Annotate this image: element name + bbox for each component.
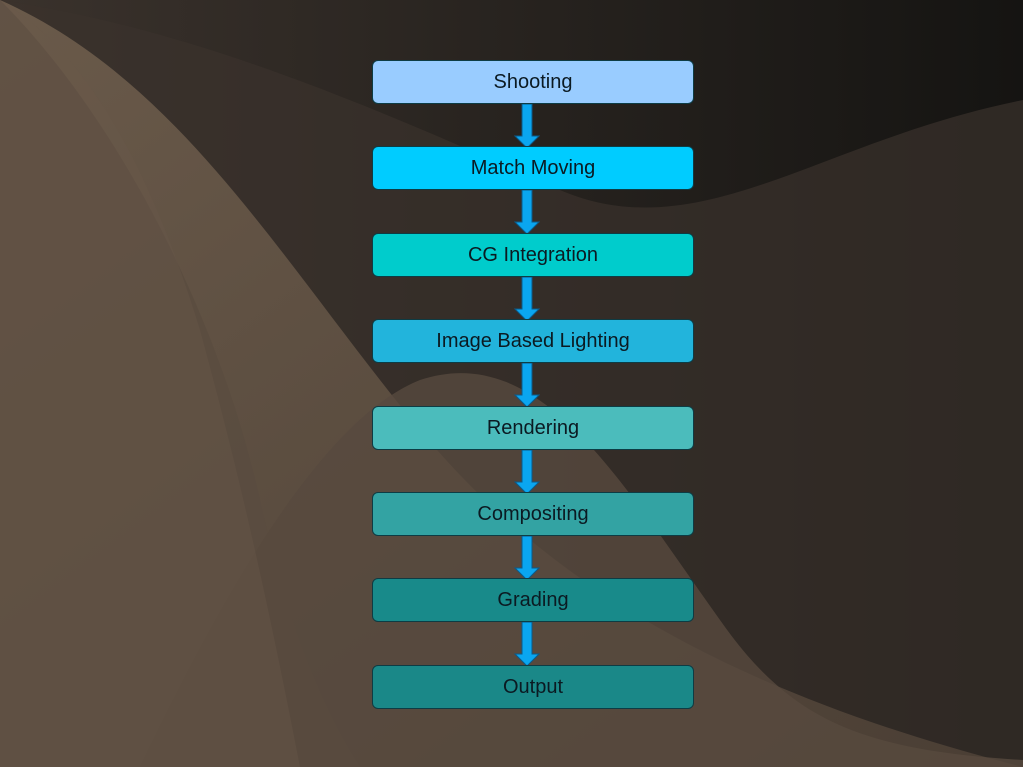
step-output: Output (372, 665, 694, 709)
arrow-down-icon (514, 536, 540, 580)
arrow-down-icon (514, 450, 540, 494)
step-image-based-lighting: Image Based Lighting (372, 319, 694, 363)
arrow-down-icon (514, 104, 540, 148)
step-compositing: Compositing (372, 492, 694, 536)
step-rendering: Rendering (372, 406, 694, 450)
step-shooting: Shooting (372, 60, 694, 104)
arrow-down-icon (514, 363, 540, 407)
arrow-down-icon (514, 277, 540, 321)
arrow-down-icon (514, 622, 540, 666)
step-match-moving: Match Moving (372, 146, 694, 190)
step-grading: Grading (372, 578, 694, 622)
step-cg-integration: CG Integration (372, 233, 694, 277)
arrow-down-icon (514, 190, 540, 234)
